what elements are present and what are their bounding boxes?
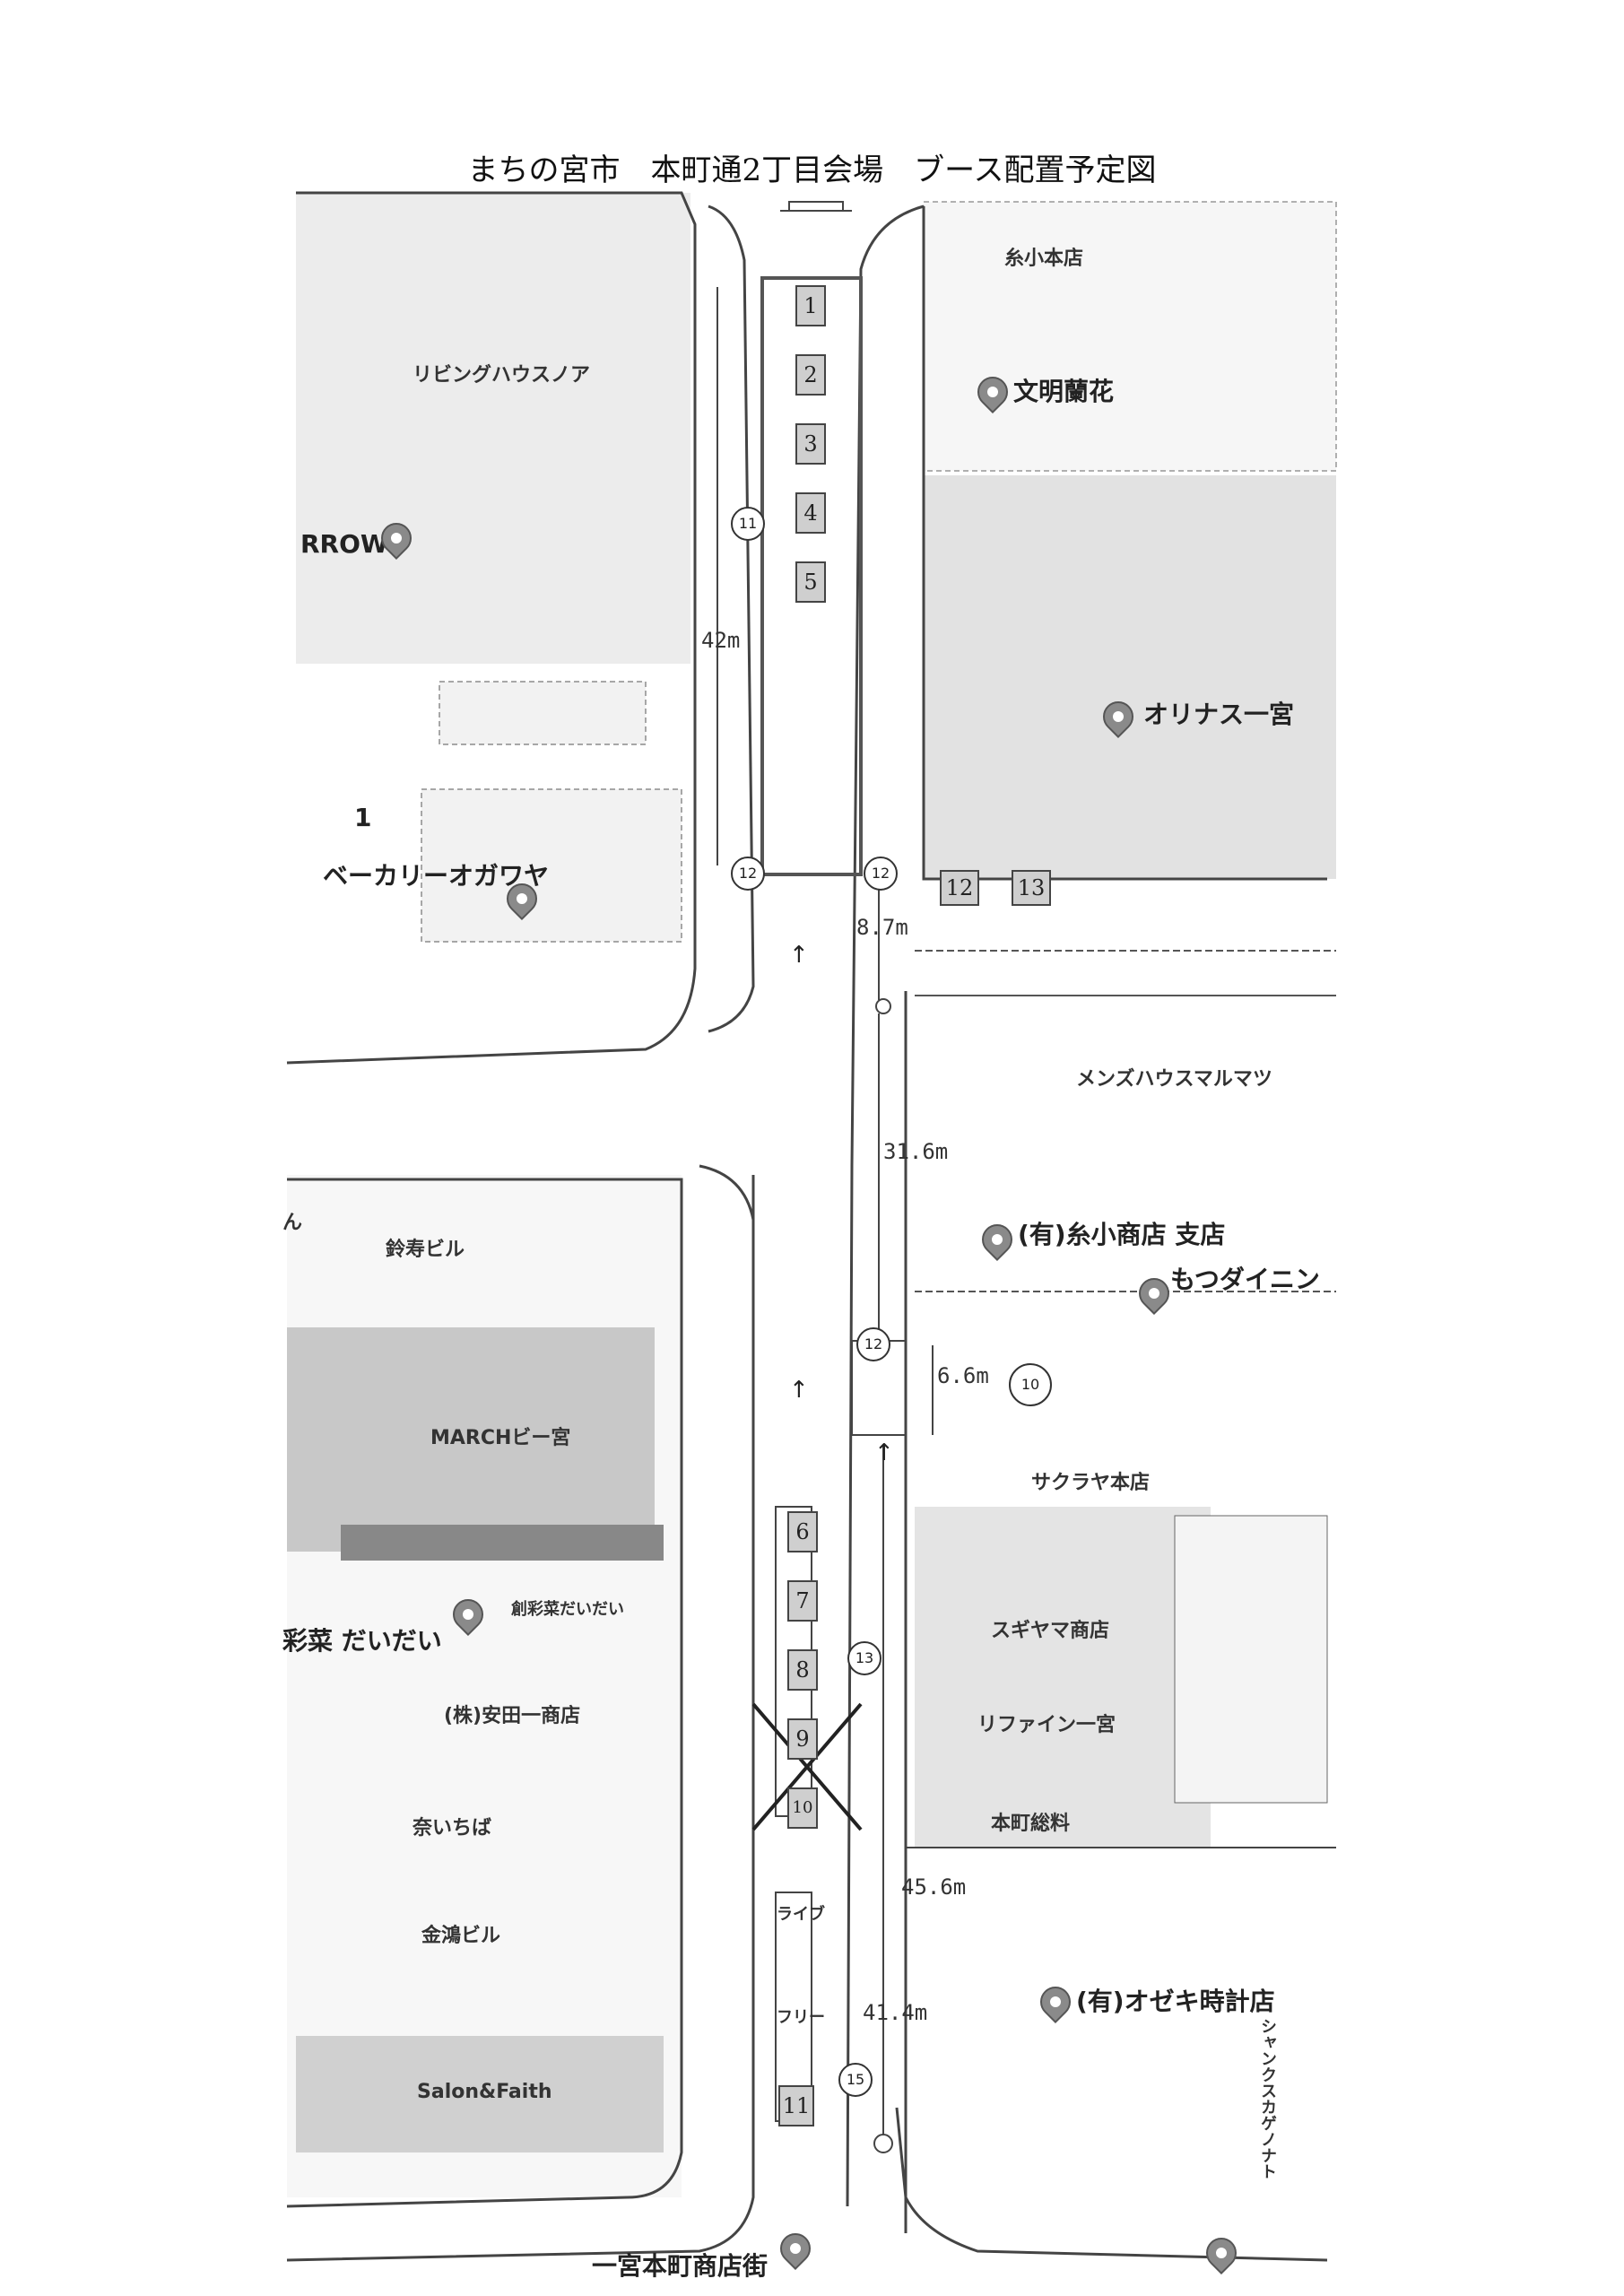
label-mens-house: メンズハウスマルマツ (1076, 1068, 1272, 1091)
label-itoko-honten: 糸小本店 (1004, 248, 1084, 270)
building-sugiyama (915, 1507, 1211, 1848)
booth-1: 1 (795, 285, 826, 326)
label-shopping-street: 一宮本町商店街 (592, 2251, 769, 2281)
measure-42m: 42m (701, 628, 741, 653)
circle-12-lower: 12 (856, 1327, 890, 1361)
arrow-up-icon: ↑ (789, 942, 809, 969)
building-bakery (421, 788, 682, 943)
building-orinasu (924, 475, 1336, 879)
booth-live: ライブ (777, 1905, 825, 1924)
label-living-house: リビングハウスノア (413, 364, 591, 387)
measure-8-7m: 8.7m (856, 915, 908, 940)
circle-12-right: 12 (864, 857, 898, 891)
building-salon (296, 2036, 664, 2152)
building-itoko-honten (923, 201, 1337, 472)
label-kintetsu: 金鴻ビル (421, 1925, 501, 1947)
booth-6: 6 (787, 1511, 818, 1552)
page-title: まちの宮市 本町通2丁目会場 ブース配置予定図 (467, 152, 1157, 188)
circle-15: 15 (838, 2063, 873, 2097)
circle-10: 10 (1009, 1363, 1052, 1406)
booth-11: 11 (778, 2085, 814, 2126)
circle-12-left: 12 (731, 857, 765, 891)
booth-3: 3 (795, 423, 826, 465)
booth-8: 8 (787, 1649, 818, 1691)
arrow-up-icon: ↑ (874, 1439, 894, 1466)
circle-13: 13 (847, 1641, 881, 1675)
label-ichiba: 奈いちば (413, 1817, 492, 1839)
building-small-left (439, 681, 647, 745)
label-daidai-full: 創彩菜だいだい (511, 1600, 624, 1619)
label-sugiyama: スギヤマ商店 (991, 1620, 1110, 1642)
label-itoko-branch: (有)糸小商店 支店 (1018, 1220, 1226, 1249)
label-number-one: 1 (354, 803, 372, 832)
label-yasuda: (株)安田一商店 (444, 1705, 581, 1727)
booth-12: 12 (940, 870, 979, 906)
measure-31-6m: 31.6m (883, 1139, 949, 1164)
booth-frame-upper (760, 276, 863, 876)
circle-11: 11 (731, 507, 765, 541)
label-orinasu: オリナス一宮 (1143, 700, 1295, 729)
label-march: MARCHビー宮 (430, 1427, 571, 1449)
label-bakery: ベーカリーオガワヤ (323, 861, 550, 891)
booth-4: 4 (795, 492, 826, 534)
label-ozeki: (有)オゼキ時計店 (1076, 1987, 1275, 2016)
booth-10: 10 (787, 1787, 818, 1829)
booth-2: 2 (795, 354, 826, 396)
booth-5: 5 (795, 561, 826, 603)
label-honmachi: 本町総料 (991, 1813, 1071, 1835)
label-bunmei-rankwa: 文明蘭花 (1013, 377, 1115, 406)
booth-9: 9 (787, 1718, 818, 1760)
booth-free: フリー (777, 2008, 825, 2027)
building-march-shadow (341, 1525, 664, 1561)
building-march (287, 1327, 655, 1552)
cross-line-2 (751, 1702, 863, 1831)
building-right-lower (1174, 1515, 1328, 1804)
booth-13: 13 (1012, 870, 1051, 906)
label-refine: リファイン一宮 (977, 1714, 1116, 1736)
label-vertical-shop: シャンクスカゲノナト (1258, 2018, 1277, 2179)
booth-7: 7 (787, 1580, 818, 1622)
label-partial-n: ん (282, 1212, 303, 1234)
label-suzuki-bldg: 鈴寿ビル (386, 1239, 465, 1261)
arrow-up-icon: ↑ (789, 1377, 809, 1404)
measure-41-4m: 41.4m (863, 2000, 928, 2025)
label-sakuraya: サクラヤ本店 (1031, 1472, 1151, 1494)
label-daidai: 彩菜 だいだい (282, 1626, 442, 1656)
label-salon: Salon&Faith (417, 2081, 552, 2103)
measure-6-6m: 6.6m (937, 1363, 989, 1388)
label-motsu: もつダイニン (1170, 1265, 1320, 1294)
measure-45-6m: 45.6m (901, 1874, 967, 1900)
building-block-upper-left (296, 193, 690, 664)
